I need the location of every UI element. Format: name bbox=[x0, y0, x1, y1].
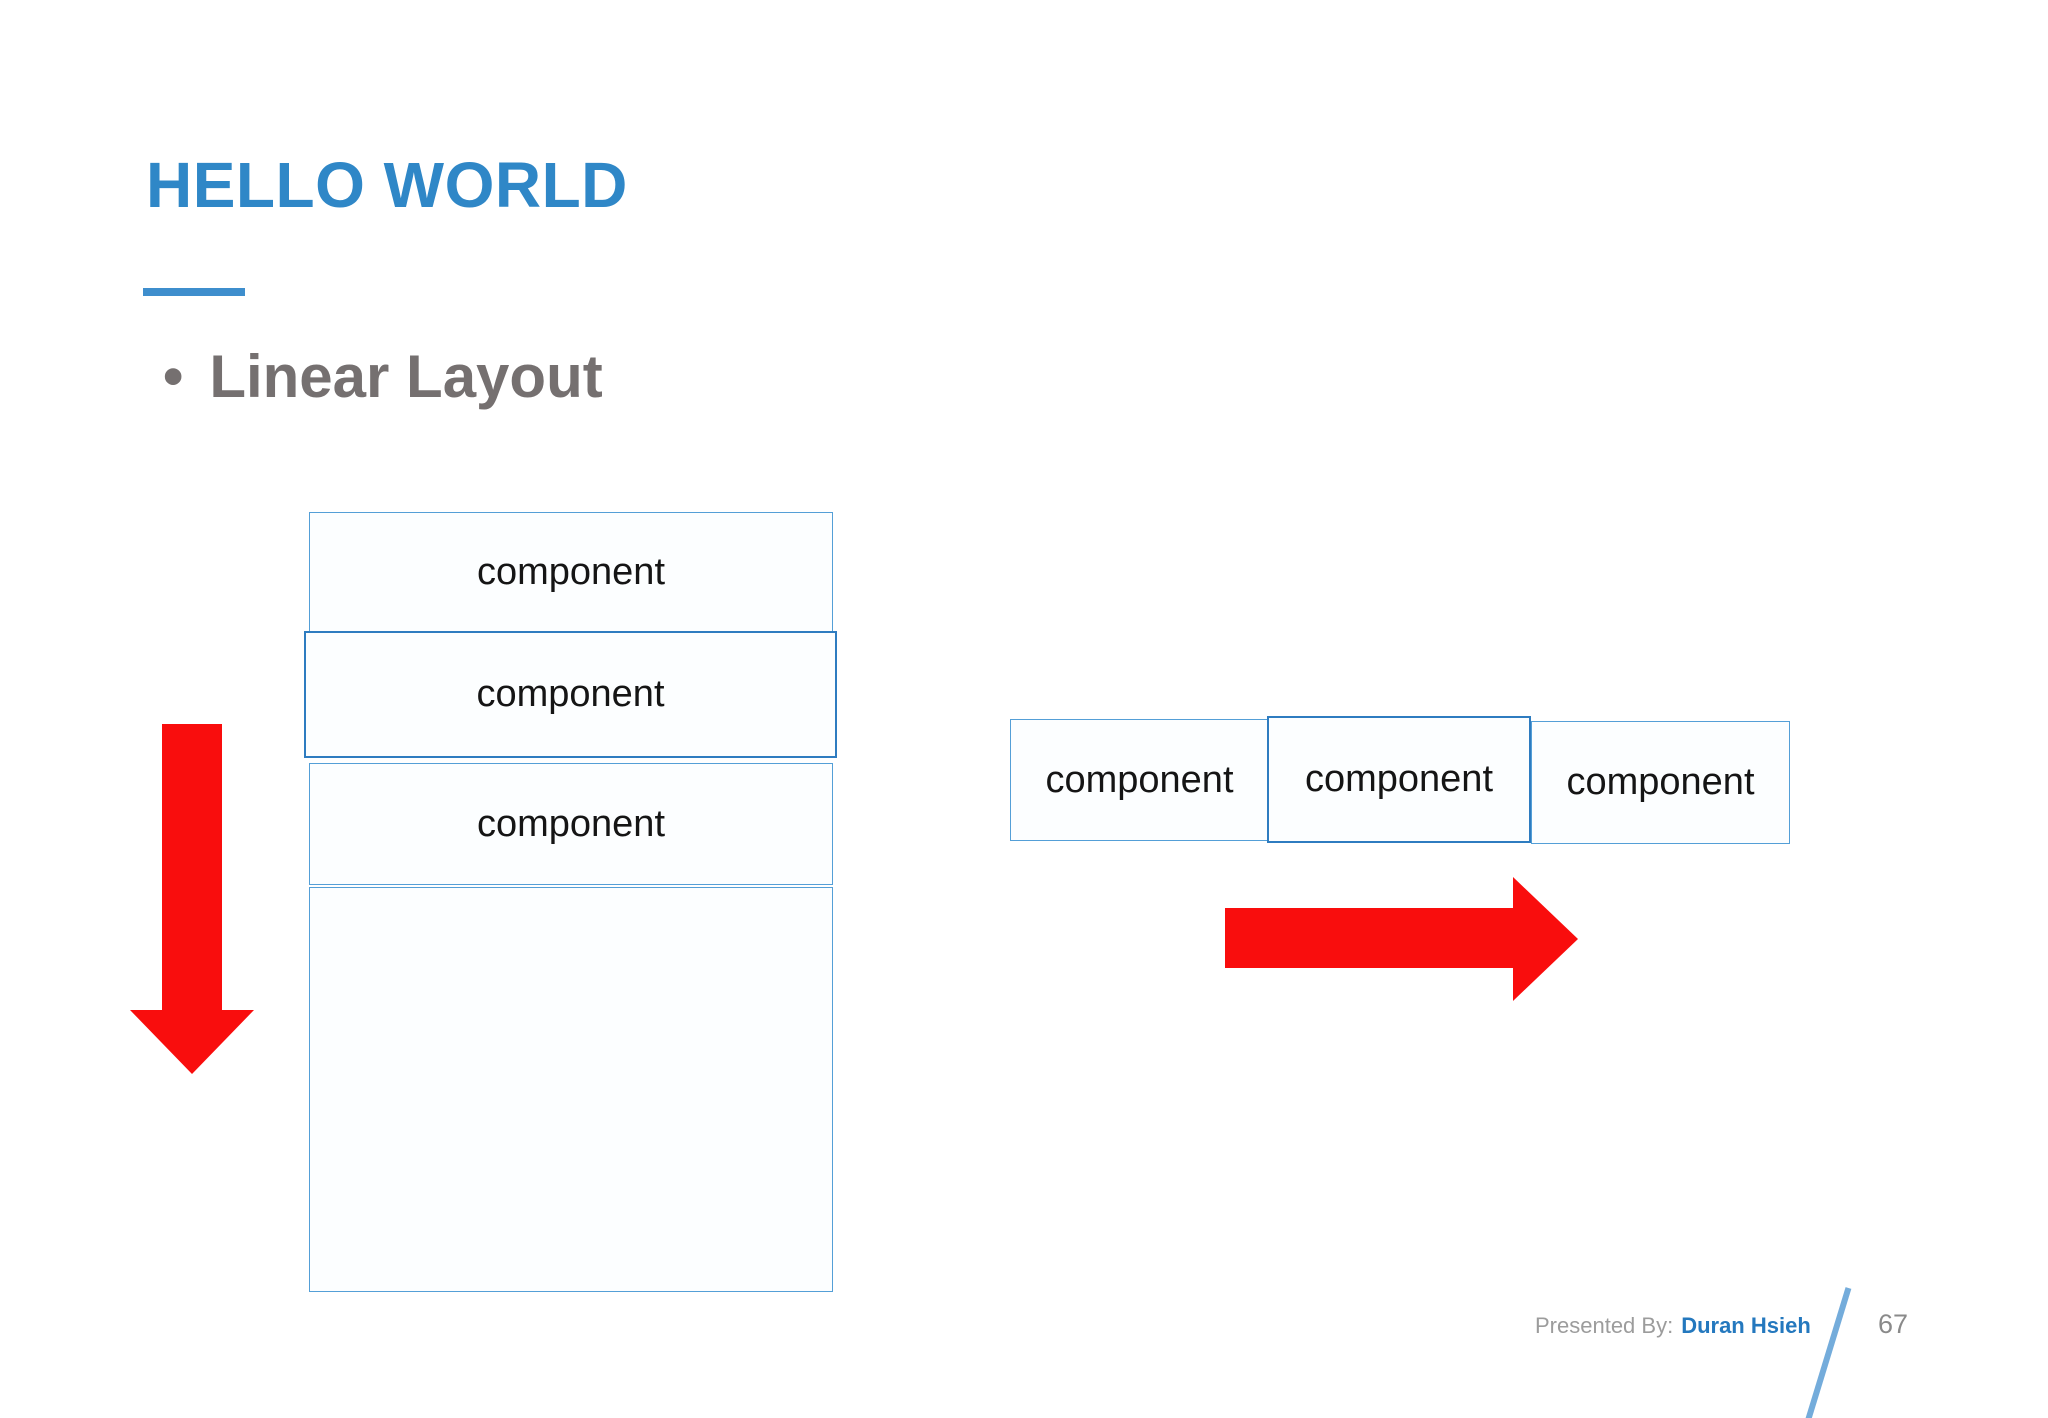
component-label: component bbox=[476, 673, 665, 715]
right-arrow-head-icon bbox=[1513, 877, 1578, 1001]
horizontal-component-box-2: component bbox=[1267, 716, 1531, 843]
component-label: component bbox=[1045, 758, 1234, 801]
presented-by-label: Presented By: bbox=[1535, 1313, 1674, 1338]
footer-credit: Presented By: Duran Hsieh bbox=[1535, 1313, 1811, 1339]
slide-accent-line bbox=[1804, 1287, 1852, 1418]
vertical-component-box-3: component bbox=[309, 763, 833, 885]
component-label: component bbox=[476, 550, 665, 593]
horizontal-component-box-3: component bbox=[1531, 721, 1790, 844]
vertical-component-box-2: component bbox=[304, 631, 837, 758]
bullet-label: Linear Layout bbox=[209, 343, 603, 410]
vertical-empty-container-box bbox=[309, 887, 833, 1292]
component-label: component bbox=[1304, 758, 1493, 800]
presenter-name: Duran Hsieh bbox=[1681, 1313, 1811, 1338]
component-label: component bbox=[476, 802, 665, 845]
title-underline-dash bbox=[143, 288, 245, 296]
down-arrow-head-icon bbox=[130, 1010, 254, 1074]
right-arrow-icon bbox=[1225, 908, 1514, 968]
horizontal-component-box-1: component bbox=[1010, 719, 1269, 841]
vertical-component-box-1: component bbox=[309, 512, 833, 632]
bullet-dot-icon: • bbox=[163, 343, 184, 409]
component-label: component bbox=[1566, 761, 1755, 803]
page-number: 67 bbox=[1878, 1309, 1909, 1339]
down-arrow-icon bbox=[162, 724, 222, 1011]
slide-title: HELLO WORLD bbox=[146, 149, 628, 221]
bullet-item: • Linear Layout bbox=[163, 342, 603, 411]
